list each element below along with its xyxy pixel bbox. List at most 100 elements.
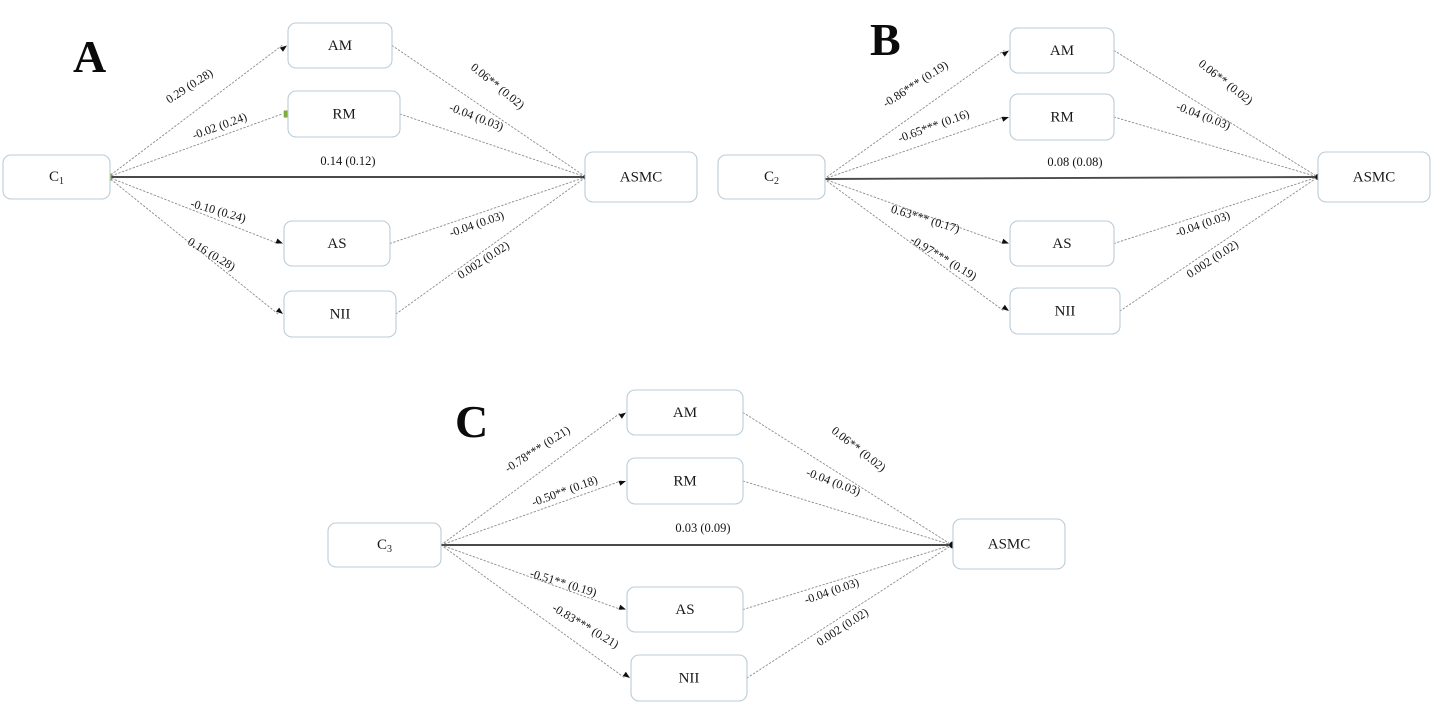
edge-b-nii — [395, 176, 587, 315]
arrowhead-a-nii-tip — [275, 307, 283, 314]
node-mediator-rm[interactable]: RM — [626, 457, 744, 505]
edge-b-am — [391, 45, 587, 178]
node-mediator-as-label: AS — [327, 236, 346, 252]
node-mediator-rm[interactable]: RM — [287, 90, 401, 138]
node-outcome-asmc-rect[interactable] — [1317, 151, 1431, 203]
edge-a-rm — [107, 113, 283, 178]
node-mediator-as[interactable]: AS — [283, 220, 391, 267]
edge-label-a-am: 0.29 (0.28) — [163, 66, 215, 107]
edge-direct — [823, 176, 1319, 180]
node-mediator-am[interactable]: AM — [287, 22, 393, 69]
edge-b-as — [389, 176, 587, 244]
arrowhead-a-as-tip — [1001, 238, 1009, 244]
edge-label-a-nii: -0.97*** (0.19) — [908, 233, 979, 284]
edge-label-a-nii: 0.16 (0.28) — [185, 234, 238, 273]
node-predictor-C₃-rect[interactable] — [327, 522, 442, 568]
node-predictor-C₁-label: C1 — [49, 169, 64, 187]
edge-a-am — [107, 45, 283, 178]
node-predictor-C₂-rect[interactable] — [717, 154, 826, 200]
edge-a-nii — [823, 178, 1005, 312]
node-mediator-am-rect[interactable] — [626, 389, 744, 436]
node-mediator-as[interactable]: AS — [626, 586, 744, 633]
arrowhead-a-rm-tip — [1001, 116, 1009, 122]
edge-a-nii — [440, 544, 626, 679]
node-outcome-asmc-rect[interactable] — [952, 518, 1066, 570]
node-mediator-nii[interactable]: NII — [630, 654, 748, 702]
panel-letter-a: A — [73, 31, 106, 82]
arrowhead-a-am — [279, 45, 287, 52]
panel-letter-b: B — [870, 14, 901, 65]
node-mediator-as-rect[interactable] — [626, 586, 744, 633]
arrowhead-a-am-tip — [279, 45, 287, 52]
arrowhead-a-am — [618, 412, 626, 419]
node-predictor-C₂[interactable]: C2 — [717, 154, 826, 200]
arrowhead-a-as-tip — [618, 604, 626, 610]
edge-label-a-as: 0.63*** (0.17) — [889, 202, 961, 236]
node-outcome-asmc[interactable]: ASMC — [952, 518, 1066, 570]
edge-b-as — [742, 544, 953, 610]
node-mediator-am-label: AM — [673, 405, 697, 421]
node-mediator-am[interactable]: AM — [1009, 27, 1115, 74]
arrowhead-a-am-tip — [618, 412, 626, 419]
node-mediator-as[interactable]: AS — [1009, 220, 1115, 267]
node-outcome-asmc-label: ASMC — [620, 169, 663, 185]
node-mediator-as-rect[interactable] — [1009, 220, 1115, 267]
node-outcome-asmc[interactable]: ASMC — [1317, 151, 1431, 203]
arrowhead-a-rm — [1001, 116, 1009, 122]
arrowhead-a-nii — [1001, 304, 1009, 311]
node-mediator-rm-rect[interactable] — [626, 457, 744, 505]
edge-a-rm — [440, 480, 622, 546]
node-predictor-C₃[interactable]: C3 — [327, 522, 442, 568]
node-mediator-am-rect[interactable] — [287, 22, 393, 69]
node-predictor-C₁[interactable]: C1 — [2, 154, 111, 200]
edge-b-rm — [742, 480, 953, 546]
edge-a-am — [440, 412, 622, 546]
node-mediator-nii[interactable]: NII — [1009, 287, 1121, 335]
edge-label-b-nii: 0.002 (0.02) — [455, 238, 512, 282]
edge-label-direct: 0.14 (0.12) — [320, 154, 375, 168]
node-mediator-as-rect[interactable] — [283, 220, 391, 267]
node-mediator-rm-label: RM — [673, 473, 696, 489]
node-mediator-rm-rect[interactable] — [1009, 93, 1115, 141]
node-predictor-C₁-rect[interactable] — [2, 154, 111, 200]
node-outcome-asmc-rect[interactable] — [584, 151, 698, 203]
node-outcome-asmc[interactable]: ASMC — [584, 151, 698, 203]
arrowhead-a-rm-tip — [618, 480, 626, 486]
edge-label-b-am: 0.06** (0.02) — [1196, 56, 1256, 107]
node-mediator-rm[interactable]: RM — [1009, 93, 1115, 141]
edge-a-as — [440, 544, 622, 610]
arrowhead-a-as — [618, 604, 626, 610]
arrowhead-a-nii — [622, 671, 630, 678]
node-mediator-nii-rect[interactable] — [630, 654, 748, 702]
edge-label-a-nii: -0.83*** (0.21) — [550, 601, 621, 652]
node-mediator-am-label: AM — [328, 38, 352, 54]
edge-a-as — [823, 178, 1005, 244]
arrowhead-a-nii-tip — [1001, 304, 1009, 311]
node-mediator-nii-rect[interactable] — [1009, 287, 1121, 335]
edge-b-am — [1113, 50, 1319, 178]
node-mediator-rm-rect[interactable] — [287, 90, 401, 138]
edge-label-direct: 0.08 (0.08) — [1047, 155, 1102, 169]
panel-letter-c: C — [455, 396, 488, 447]
arrowhead-a-as — [1001, 238, 1009, 244]
node-mediator-nii[interactable]: NII — [283, 290, 397, 338]
node-mediator-am-label: AM — [1050, 43, 1074, 59]
node-outcome-asmc-label: ASMC — [988, 536, 1031, 552]
edge-a-am — [823, 50, 1005, 180]
arrowhead-a-am — [1001, 50, 1009, 57]
edge-label-a-rm: -0.02 (0.24) — [190, 109, 248, 142]
node-mediator-am-rect[interactable] — [1009, 27, 1115, 74]
arrowhead-a-nii-tip — [622, 671, 630, 678]
edge-label-a-rm: -0.50** (0.18) — [530, 472, 600, 509]
edge-label-direct: 0.03 (0.09) — [675, 521, 730, 535]
node-mediator-as-label: AS — [675, 602, 694, 618]
arrowhead-a-am-tip — [1001, 50, 1009, 57]
arrowhead-a-nii — [275, 307, 283, 314]
node-mediator-am[interactable]: AM — [626, 389, 744, 436]
edge-b-rm — [1113, 116, 1319, 178]
node-mediator-nii-rect[interactable] — [283, 290, 397, 338]
